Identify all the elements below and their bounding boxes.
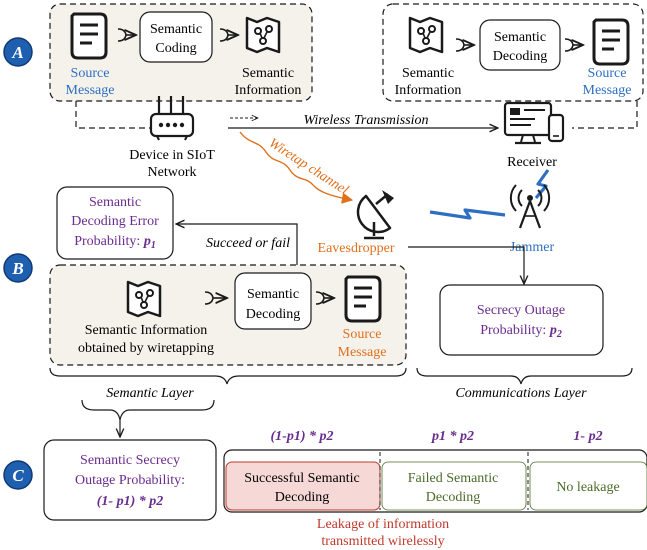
top-left-info-line2: Information [235,83,302,98]
top-right-decoding-line2: Decoding [493,49,547,64]
secrecy-outage-line1: Secrecy Outage [477,303,565,318]
semantic-coding-line1: Semantic [150,22,202,37]
column-header-failed: p1 * p2 [431,429,474,444]
failed-decoding-cell [381,461,527,511]
jammer-antenna-icon [509,184,551,229]
error-prob-line1: Semantic [89,195,141,210]
satellite-dish-icon [356,190,394,240]
semantic-coding-line2: Coding [155,41,196,56]
fork-arrow-icon [117,28,136,42]
receiver-label: Receiver [507,155,557,170]
failed-line2: Decoding [426,490,480,505]
device-label-line2: Network [148,165,197,180]
svg-text:B: B [11,259,23,278]
succeed-or-fail-arrow [176,224,298,270]
top-right-decoding-line1: Semantic [494,30,546,45]
semantic-information-icon [245,16,281,54]
leakage-line1: Leakage of information [317,517,449,532]
device-connector-left [75,101,150,129]
communications-layer-label: Communications Layer [455,386,587,401]
wiretap-info-line2: obtained by wiretapping [78,341,214,356]
semantic-coding-box [139,11,213,63]
wiretap-channel-arrow [239,131,354,204]
success-line2: Decoding [275,490,329,505]
svg-text:A: A [11,43,23,62]
wiretap-info-line1: Semantic Information [85,323,207,338]
fork-arrow-icon [219,28,238,42]
fork-arrow-icon [564,38,583,52]
semantic-information-icon [126,280,162,318]
jam-signal-to-receiver [534,169,550,200]
source-message-icon [592,18,630,66]
eavesdropper-to-outage-arrow [408,246,524,284]
top-left-source-line2: Message [66,83,115,98]
secrecy-outage-box [439,284,604,356]
no-leakage-label: No leakage [556,480,619,495]
receiver-computer-icon [503,101,565,145]
semantic-secrecy-line2: Outage Probability: [75,473,185,488]
top-right-info-line2: Information [395,83,462,98]
wiretap-source-line2: Message [338,345,387,360]
semantic-information-icon [408,16,444,54]
eavesdropper-label: Eavesdropper [318,241,395,256]
wiretap-decoding-line1: Semantic [247,287,299,302]
failed-line1: Failed Semantic [408,471,499,486]
decoding-error-probability-box [56,186,174,260]
top-left-info-line1: Semantic [242,66,294,81]
top-right-info-line1: Semantic [402,66,454,81]
receiver-connector-right [572,101,638,129]
semantic-secrecy-formula: (1- p1) * p2 [97,494,164,509]
router-icon [149,96,195,141]
wiretap-semantic-decoding-box [234,272,312,330]
svg-text:C: C [12,466,24,485]
jammer-label: Jammer [510,240,555,255]
fork-arrow-icon [204,291,227,305]
succeed-or-fail-label: Succeed or fail [206,236,290,251]
top-right-source-line1: Source [588,66,627,81]
no-leakage-cell [529,461,647,511]
success-line1: Successful Semantic [244,471,359,486]
semantic-layer-brace [49,367,407,385]
error-prob-line2: Decoding Error [71,214,159,229]
device-label-line1: Device in SIoT [129,148,215,163]
section-marker-c: C [3,460,33,490]
source-message-icon [344,275,382,323]
semantic-layer-label: Semantic Layer [106,386,194,401]
wiretap-decoding-line2: Decoding [246,307,300,322]
top-left-source-line1: Source [71,66,110,81]
column-header-no-leakage: 1- p2 [573,429,602,444]
column-header-success: (1-p1) * p2 [271,429,334,444]
fork-arrow-icon [455,38,474,52]
semantic-secrecy-line1: Semantic Secrecy [80,453,180,468]
wiretap-channel-label: Wiretap channel [266,136,351,199]
leakage-line2: transmitted wirelessly [321,534,444,549]
fork-arrow-icon [315,291,334,305]
secrecy-outage-line2: Probability: p2 [480,323,562,340]
successful-decoding-cell [225,461,381,511]
error-prob-line3: Probability: p1 [74,234,156,251]
section-marker-a: A [3,37,33,67]
section-marker-b: B [3,253,33,283]
source-message-icon [70,12,108,60]
combine-brace [81,399,215,421]
wiretap-source-line1: Source [343,327,382,342]
communications-layer-brace [416,367,633,385]
top-right-source-line2: Message [583,83,632,98]
semantic-decoding-box [479,19,561,71]
wireless-transmission-label: Wireless Transmission [303,113,428,128]
semantic-secrecy-outage-box [43,439,217,521]
jam-signal-to-eavesdropper [429,208,506,220]
